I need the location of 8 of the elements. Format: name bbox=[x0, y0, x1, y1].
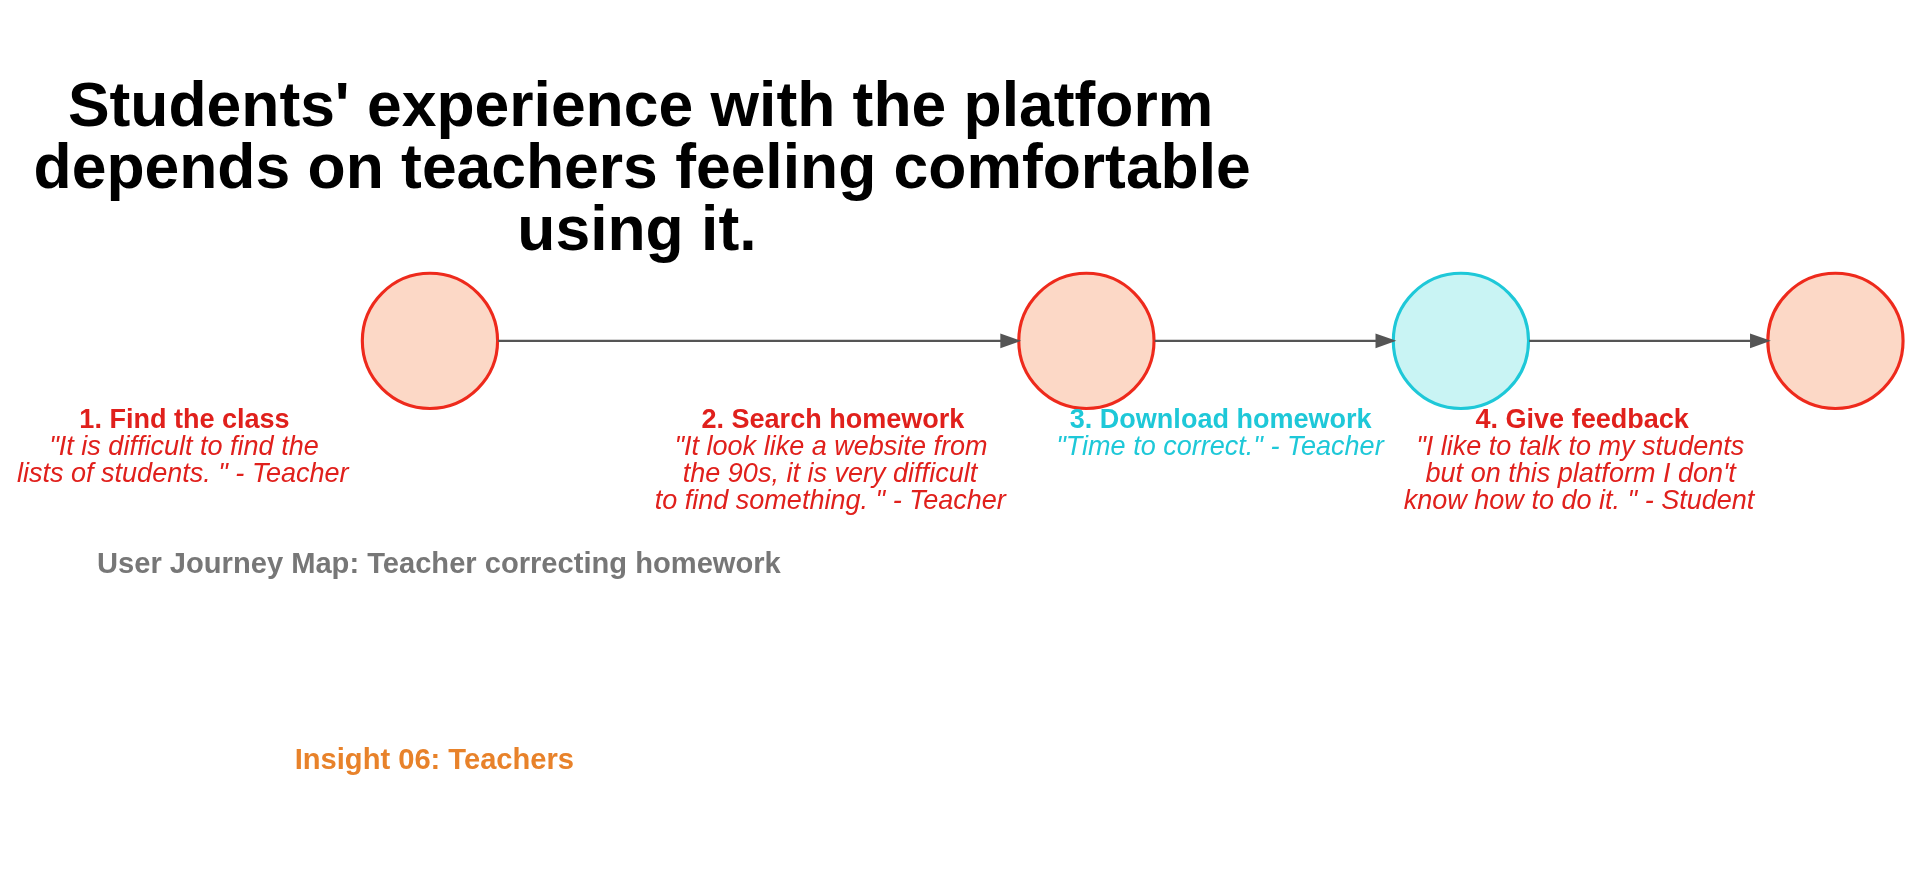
label: User Journey Map: Teacher correcting homework bbox=[97, 547, 781, 580]
arrow bbox=[1529, 333, 1771, 349]
arrow bbox=[1154, 333, 1397, 349]
arrow bbox=[498, 333, 1022, 349]
node-circle bbox=[360, 271, 500, 411]
node-circle bbox=[1766, 271, 1905, 411]
label: Insight 06: Teachers bbox=[294, 742, 575, 775]
diagram-title: Students' experience with the platform depends on teachers feeling comfortable using it. bbox=[33, 68, 1251, 264]
